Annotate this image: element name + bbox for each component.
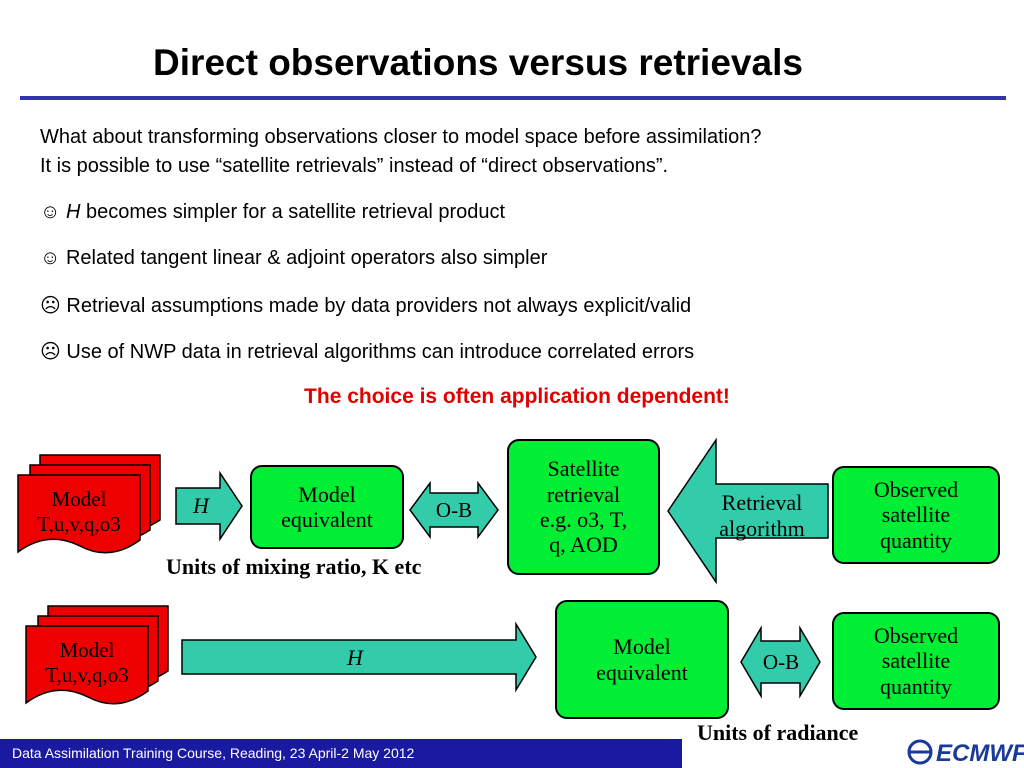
model-equivalent-box-1: Model equivalent bbox=[250, 465, 404, 549]
model-documents-2 bbox=[25, 605, 169, 705]
model-equivalent-box-2: Model equivalent bbox=[555, 600, 729, 719]
footer-bar bbox=[0, 739, 682, 768]
observed-1-line2: satellite bbox=[881, 502, 951, 528]
units-label-1: Units of mixing ratio, K etc bbox=[166, 554, 422, 579]
model-doc-2-line2: T,u,v,q,o3 bbox=[45, 663, 129, 688]
h-label-2: H bbox=[347, 645, 363, 670]
observed-1-line3: quantity bbox=[879, 527, 953, 553]
ob-arrow-2 bbox=[740, 625, 821, 699]
model-equiv-1-line2: equivalent bbox=[281, 507, 373, 532]
model-equiv-2-line2: equivalent bbox=[596, 659, 688, 685]
model-doc-2-label: Model T,u,v,q,o3 bbox=[24, 638, 150, 688]
intro-line-1: What about transforming observations clo… bbox=[40, 126, 762, 148]
ob-label-1: O-B bbox=[435, 497, 473, 522]
retrieval-line1: Satellite bbox=[547, 456, 620, 482]
bullet-2-text: Related tangent linear & adjoint operato… bbox=[65, 247, 548, 269]
algorithm-line1: Retrieval bbox=[721, 489, 803, 515]
model-equiv-2-line1: Model bbox=[613, 634, 671, 660]
retrieval-line3: e.g. o3, T, bbox=[539, 507, 628, 532]
retrieval-algorithm-arrow bbox=[667, 437, 829, 585]
model-doc-1-line2: T,u,v,q,o3 bbox=[37, 512, 121, 537]
ecmwf-logo: ECMWF bbox=[936, 740, 1024, 767]
model-documents-1 bbox=[17, 454, 161, 554]
bullet-3: ☹ Retrieval assumptions made by data pro… bbox=[40, 293, 691, 318]
algorithm-line2: algorithm bbox=[719, 516, 805, 541]
model-doc-1-label: Model T,u,v,q,o3 bbox=[16, 487, 142, 537]
bullet-4: ☹ Use of NWP data in retrieval algorithm… bbox=[40, 339, 694, 364]
bullet-4-text: Use of NWP data in retrieval algorithms … bbox=[66, 341, 695, 363]
intro-line-2: It is possible to use “satellite retriev… bbox=[40, 155, 669, 177]
smiley-icon: ☺ bbox=[40, 247, 61, 269]
observed-quantity-box-1: Observed satellite quantity bbox=[832, 466, 1000, 564]
bullet-1: ☺ H becomes simpler for a satellite retr… bbox=[40, 201, 505, 224]
h-arrow-2 bbox=[181, 621, 537, 693]
observed-2-line2: satellite bbox=[881, 648, 951, 674]
retrieval-line2: retrieval bbox=[546, 481, 621, 507]
retrieval-line4: q, AOD bbox=[549, 532, 618, 558]
h-arrow-1 bbox=[175, 470, 243, 542]
bullet-1-text: becomes simpler for a satellite retrieva… bbox=[80, 201, 506, 223]
model-doc-2-line1: Model bbox=[59, 638, 115, 662]
page-title: Direct observations versus retrievals bbox=[153, 42, 803, 83]
h-label-1: H bbox=[193, 493, 209, 518]
observed-1-line1: Observed bbox=[873, 477, 959, 503]
ob-arrow-1 bbox=[409, 480, 499, 540]
bullet-3-text: Retrieval assumptions made by data provi… bbox=[66, 295, 692, 317]
smiley-icon: ☺ bbox=[40, 201, 61, 223]
observed-2-line1: Observed bbox=[873, 623, 959, 649]
ecmwf-logo-mark bbox=[907, 739, 933, 765]
frown-icon: ☹ bbox=[40, 341, 61, 363]
retrieval-algorithm-label: Retrieval algorithm bbox=[692, 486, 832, 546]
model-equiv-1-line1: Model bbox=[298, 481, 356, 507]
choice-statement: The choice is often application dependen… bbox=[304, 385, 730, 408]
bullet-2: ☺ Related tangent linear & adjoint opera… bbox=[40, 247, 547, 270]
title-underline bbox=[20, 96, 1006, 100]
satellite-retrieval-box: Satellite retrieval e.g. o3, T, q, AOD bbox=[507, 439, 660, 575]
units-label-2: Units of radiance bbox=[697, 720, 859, 745]
ob-label-2: O-B bbox=[762, 649, 800, 674]
footer-text: Data Assimilation Training Course, Readi… bbox=[12, 745, 415, 761]
frown-icon: ☹ bbox=[40, 295, 61, 317]
observed-quantity-box-2: Observed satellite quantity bbox=[832, 612, 1000, 710]
bullet-1-italic: H bbox=[65, 201, 81, 223]
model-doc-1-line1: Model bbox=[51, 487, 107, 511]
observed-2-line3: quantity bbox=[879, 673, 953, 699]
